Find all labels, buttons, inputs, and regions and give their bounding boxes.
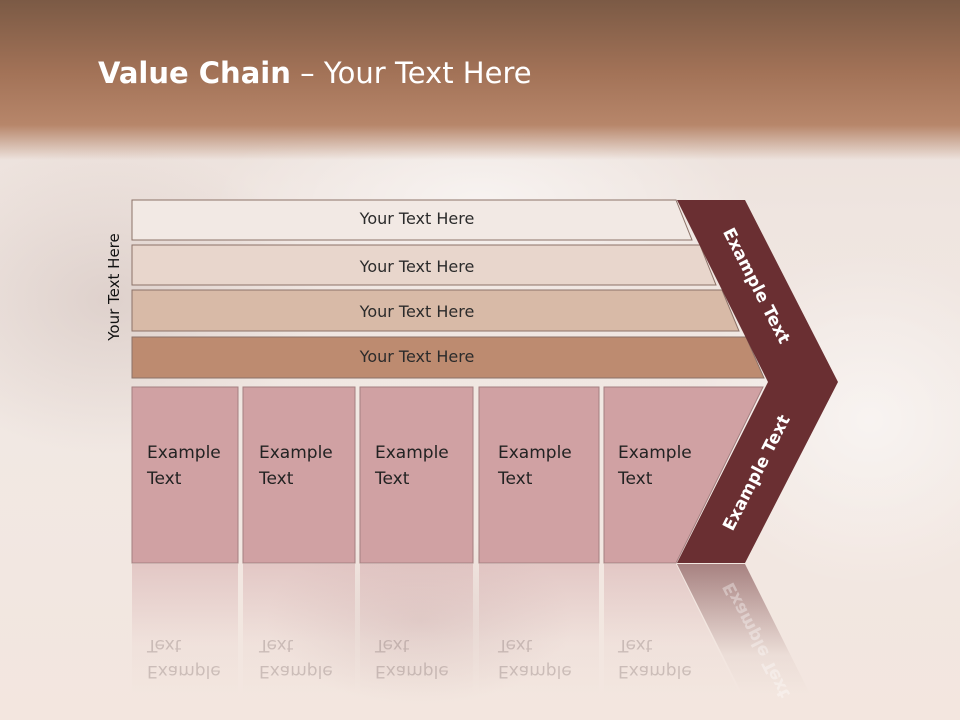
reflection-label-3-line2: Text bbox=[375, 635, 410, 655]
support-bar-4 bbox=[131, 336, 765, 379]
reflection-label-4: Example Text bbox=[498, 632, 572, 684]
primary-box-5-line2: Text bbox=[618, 469, 653, 489]
primary-box-2-line1: Example bbox=[259, 443, 333, 463]
primary-box-1-line1: Example bbox=[147, 443, 221, 463]
primary-box-4-line2: Text bbox=[498, 469, 533, 489]
support-bar-2-label: Your Text Here bbox=[359, 257, 475, 276]
reflection-label-4-line2: Text bbox=[498, 635, 533, 655]
reflection-box-3 bbox=[360, 564, 473, 694]
primary-box-3 bbox=[359, 386, 474, 564]
reflection-label-2-line1: Example bbox=[259, 661, 333, 681]
reflection-box-5 bbox=[604, 564, 740, 694]
title-separator: – bbox=[290, 56, 324, 90]
title-bold: Value Chain bbox=[98, 56, 291, 90]
primary-box-3-line1: Example bbox=[375, 443, 449, 463]
reflection-label-3: Example Text bbox=[375, 632, 449, 684]
support-bar-3 bbox=[131, 289, 740, 332]
primary-box-3-line2: Text bbox=[375, 469, 410, 489]
reflection-box-2 bbox=[243, 564, 355, 694]
primary-box-5-line1: Example bbox=[618, 443, 692, 463]
primary-box-4 bbox=[478, 386, 600, 564]
support-bar-2 bbox=[131, 244, 717, 286]
reflection-label-2: Example Text bbox=[259, 632, 333, 684]
slide-title: Value Chain – Your Text Here bbox=[98, 56, 532, 90]
chevron-arrow bbox=[677, 200, 838, 563]
reflection-label-2-line2: Text bbox=[259, 635, 294, 655]
reflection-label-1: Example Text bbox=[147, 632, 221, 684]
primary-box-1-line2: Text bbox=[147, 469, 182, 489]
reflection-label-1-line1: Example bbox=[147, 661, 221, 681]
reflection-label-1-line2: Text bbox=[147, 635, 182, 655]
primary-box-2 bbox=[242, 386, 356, 564]
reflection-chevron bbox=[677, 564, 810, 694]
reflection-label-5-line2: Text bbox=[618, 635, 653, 655]
support-bar-3-label: Your Text Here bbox=[359, 302, 475, 321]
support-bar-1 bbox=[131, 199, 693, 241]
header-band bbox=[0, 0, 960, 160]
reflection-label-5: Example Text bbox=[618, 632, 692, 684]
reflection-label-3-line1: Example bbox=[375, 661, 449, 681]
primary-box-4-line1: Example bbox=[498, 443, 572, 463]
reflection-label-5-line1: Example bbox=[618, 661, 692, 681]
title-rest: Your Text Here bbox=[323, 56, 532, 90]
primary-box-1 bbox=[131, 386, 239, 564]
primary-box-5 bbox=[603, 386, 764, 564]
support-bar-1-label: Your Text Here bbox=[359, 209, 475, 228]
reflection-box-1 bbox=[132, 564, 238, 694]
primary-box-2-line2: Text bbox=[259, 469, 294, 489]
support-bar-4-label: Your Text Here bbox=[359, 347, 475, 366]
reflection-box-4 bbox=[479, 564, 599, 694]
reflection-label-4-line1: Example bbox=[498, 661, 572, 681]
